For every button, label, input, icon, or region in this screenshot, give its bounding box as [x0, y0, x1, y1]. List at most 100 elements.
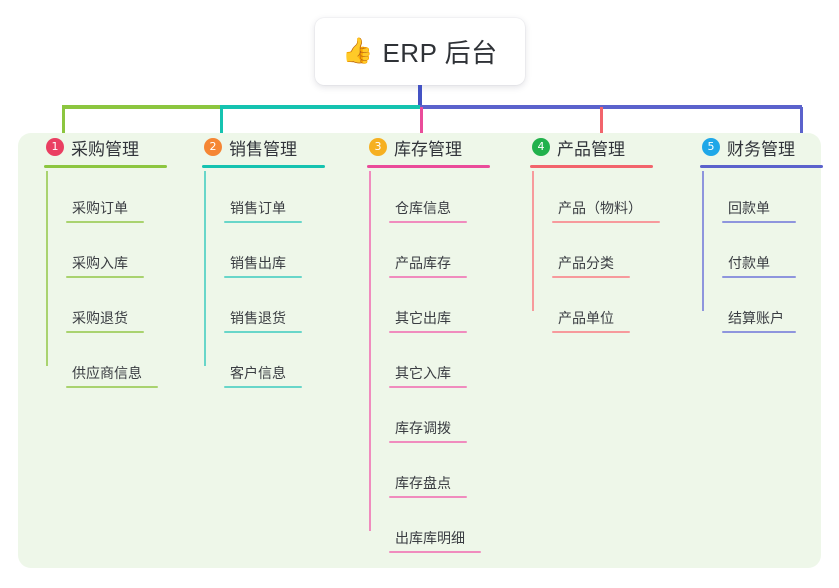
menu-item[interactable]: 付款单: [722, 250, 796, 278]
category-title: 采购管理: [71, 139, 139, 159]
menu-item-underline: [66, 331, 144, 333]
drop-connector-1: [62, 107, 65, 137]
menu-item[interactable]: 结算账户: [722, 305, 796, 333]
menu-item-underline: [389, 496, 467, 498]
menu-item-label: 采购订单: [72, 200, 128, 216]
category-rail: [702, 171, 704, 311]
root-node-title: ERP 后台: [382, 38, 498, 68]
menu-item[interactable]: 产品库存: [389, 250, 467, 278]
menu-item-label: 仓库信息: [395, 200, 451, 216]
category-rail: [46, 171, 48, 366]
category-header-采购管理[interactable]: 1 采购管理: [44, 133, 187, 161]
category-column-采购管理: 1 采购管理采购订单采购入库采购退货供应商信息: [44, 133, 187, 388]
menu-item-label: 供应商信息: [72, 365, 142, 381]
menu-item-underline: [66, 221, 144, 223]
menu-item-label: 销售出库: [230, 255, 286, 271]
menu-item-label: 其它出库: [395, 310, 451, 326]
bus-segment-1: [62, 105, 220, 109]
menu-item-label: 出库库明细: [395, 530, 465, 546]
category-column-产品管理: 4 产品管理产品（物料） 产品分类产品单位: [530, 133, 673, 333]
menu-item-label: 回款单: [728, 200, 770, 216]
menu-item-underline: [224, 386, 302, 388]
menu-item-label: 付款单: [728, 255, 770, 271]
menu-item[interactable]: 仓库信息: [389, 195, 467, 223]
menu-item[interactable]: 采购入库: [66, 250, 144, 278]
menu-item-underline: [389, 331, 467, 333]
menu-item-label: 结算账户: [728, 310, 784, 326]
root-node[interactable]: 👍 ERP 后台: [315, 18, 525, 85]
bus-segment-2: [220, 105, 420, 109]
menu-item[interactable]: 产品单位: [552, 305, 630, 333]
menu-item[interactable]: 销售出库: [224, 250, 302, 278]
menu-item[interactable]: 供应商信息: [66, 360, 158, 388]
menu-item-label: 采购退货: [72, 310, 128, 326]
menu-item-underline: [722, 221, 796, 223]
thumbs-up-icon: 👍: [342, 37, 374, 65]
menu-item[interactable]: 销售退货: [224, 305, 302, 333]
category-title: 销售管理: [229, 139, 297, 159]
menu-item[interactable]: 其它出库: [389, 305, 467, 333]
menu-item-underline: [389, 441, 467, 443]
menu-item-underline: [389, 221, 467, 223]
menu-item-underline: [389, 386, 467, 388]
menu-item-underline: [66, 276, 144, 278]
menu-item-underline: [552, 331, 630, 333]
number-badge-icon: 2: [204, 138, 222, 156]
category-header-产品管理[interactable]: 4 产品管理: [530, 133, 673, 161]
number-badge-icon: 1: [46, 138, 64, 156]
menu-item[interactable]: 客户信息: [224, 360, 302, 388]
category-header-销售管理[interactable]: 2 销售管理: [202, 133, 345, 161]
category-rail: [532, 171, 534, 311]
menu-item[interactable]: 回款单: [722, 195, 796, 223]
category-title: 产品管理: [557, 139, 625, 159]
number-badge-icon: 4: [532, 138, 550, 156]
menu-item-label: 客户信息: [230, 365, 286, 381]
menu-item-label: 库存调拨: [395, 420, 451, 436]
number-badge-icon: 5: [702, 138, 720, 156]
bus-segment-3: [420, 105, 802, 109]
menu-item[interactable]: 销售订单: [224, 195, 302, 223]
menu-item-underline: [66, 386, 158, 388]
menu-item-label: 产品库存: [395, 255, 451, 271]
category-column-库存管理: 3 库存管理仓库信息产品库存其它出库其它入库库存调拨库存盘点出库库明细: [367, 133, 510, 553]
menu-item-underline: [722, 331, 796, 333]
menu-item-underline: [224, 276, 302, 278]
menu-item[interactable]: 库存调拨: [389, 415, 467, 443]
drop-connector-4: [600, 107, 603, 137]
menu-item-label: 销售退货: [230, 310, 286, 326]
category-underline: [44, 165, 167, 168]
category-underline: [367, 165, 490, 168]
category-underline: [700, 165, 823, 168]
menu-item[interactable]: 采购退货: [66, 305, 144, 333]
menu-item-label: 其它入库: [395, 365, 451, 381]
categories-panel: 1 采购管理采购订单采购入库采购退货供应商信息 2 销售管理销售订单销售出库销售退货客…: [18, 133, 823, 568]
menu-item-label: 产品（物料）: [558, 200, 642, 216]
drop-connector-2: [220, 107, 223, 137]
menu-item[interactable]: 库存盘点: [389, 470, 467, 498]
root-stem-connector: [418, 85, 422, 107]
category-rail: [204, 171, 206, 366]
menu-item-label: 库存盘点: [395, 475, 451, 491]
menu-item-label: 采购入库: [72, 255, 128, 271]
menu-item[interactable]: 产品分类: [552, 250, 630, 278]
menu-item[interactable]: 出库库明细: [389, 525, 481, 553]
menu-item[interactable]: 产品（物料）: [552, 195, 660, 223]
menu-item-label: 产品单位: [558, 310, 614, 326]
category-underline: [530, 165, 653, 168]
menu-item[interactable]: 采购订单: [66, 195, 144, 223]
menu-item-label: 销售订单: [230, 200, 286, 216]
drop-connector-5: [800, 107, 803, 137]
category-title: 库存管理: [394, 139, 462, 159]
category-underline: [202, 165, 325, 168]
drop-connector-3: [420, 107, 423, 137]
number-badge-icon: 3: [369, 138, 387, 156]
menu-item-underline: [224, 221, 302, 223]
menu-item-label: 产品分类: [558, 255, 614, 271]
menu-item[interactable]: 其它入库: [389, 360, 467, 388]
category-header-库存管理[interactable]: 3 库存管理: [367, 133, 510, 161]
category-column-销售管理: 2 销售管理销售订单销售出库销售退货客户信息: [202, 133, 345, 388]
menu-item-underline: [389, 551, 481, 553]
